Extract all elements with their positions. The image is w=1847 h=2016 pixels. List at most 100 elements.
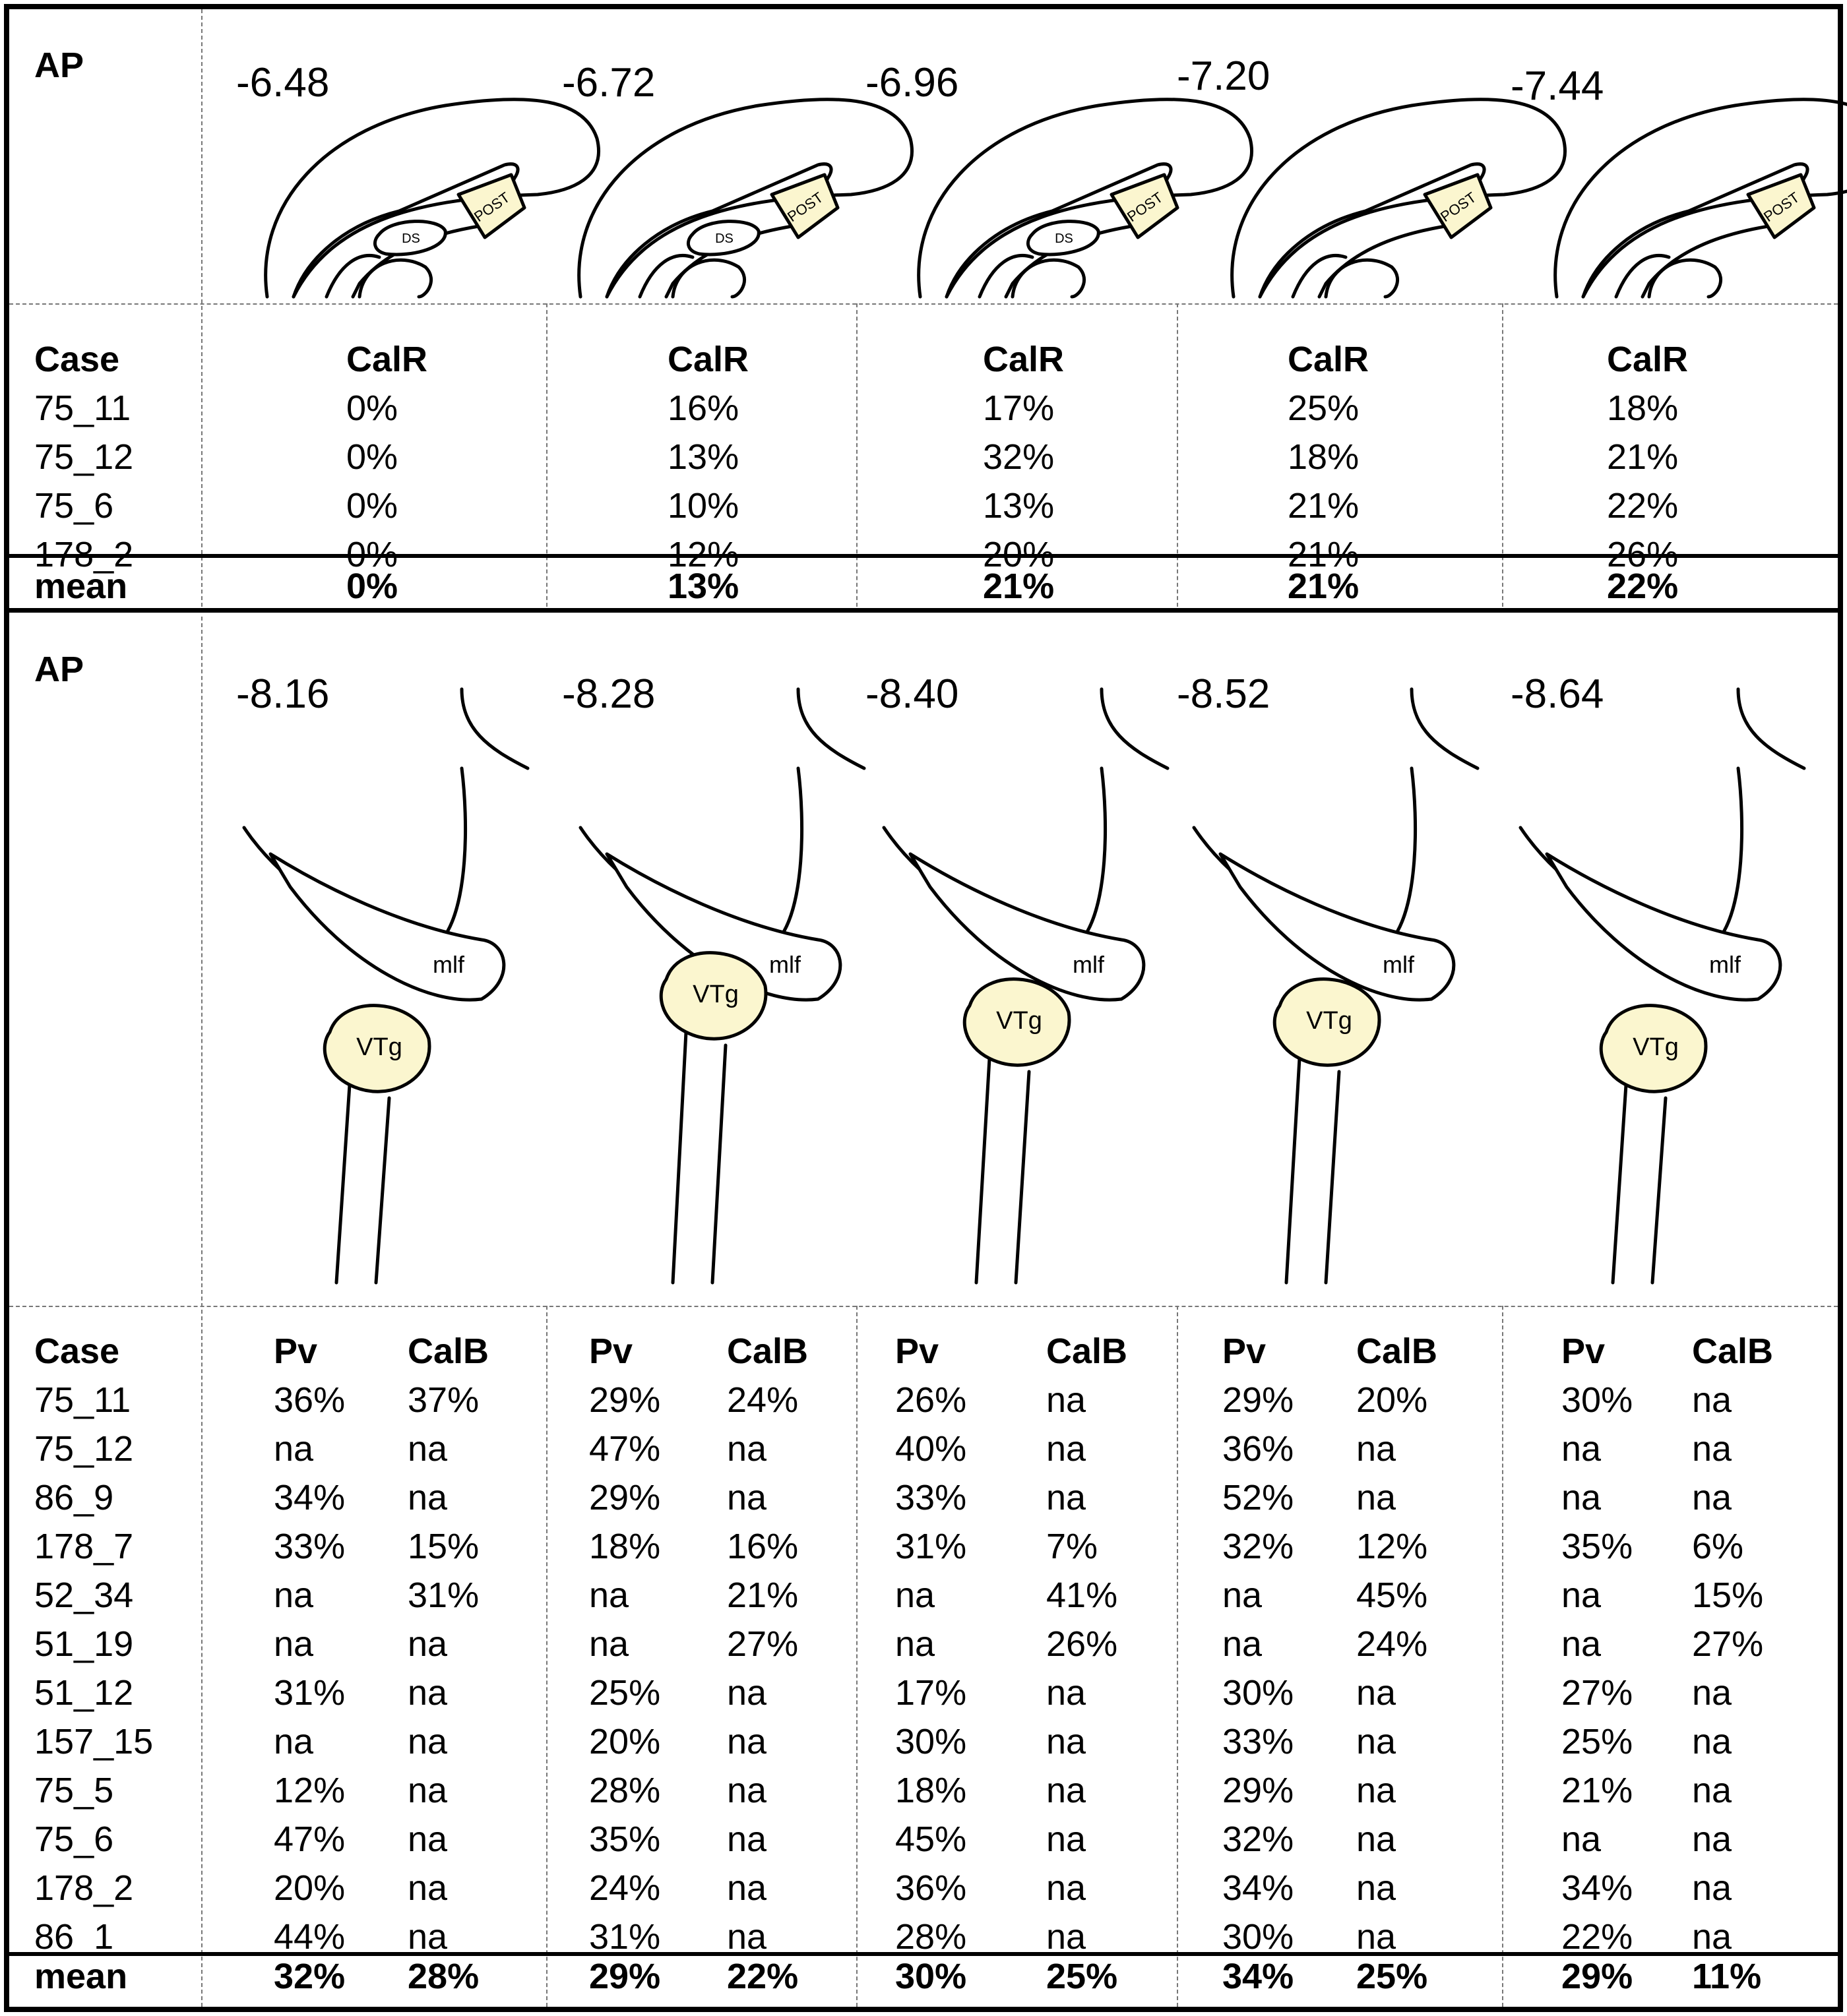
cerebellar-outline [460,687,530,770]
calb-value: na [727,1429,767,1469]
pv-value: 31% [895,1527,967,1566]
pv-value: na [1561,1575,1602,1615]
pv-value: 44% [274,1917,346,1957]
pv-value: 27% [1561,1673,1633,1713]
vtg-label: VTg [693,981,739,1008]
column-divider [1502,303,1503,607]
calb-value: na [727,1771,767,1810]
calb-value: na [408,1429,448,1469]
marker-header-pv: Pv [274,1331,318,1371]
pv-value: na [1222,1624,1263,1664]
calb-value: na [1046,1673,1086,1713]
column-divider [546,1306,548,2007]
calb-value: 20% [1356,1380,1428,1420]
calb-value: na [1046,1819,1086,1859]
mlf-label: mlf [433,951,465,978]
calr-value: 12% [668,535,739,574]
cerebellar-outline [1410,687,1480,770]
ap-coordinate: -6.72 [562,60,656,106]
calb-value: 27% [727,1624,799,1664]
pv-value: 32% [1222,1527,1294,1566]
calb-value: na [1046,1917,1086,1957]
mlf-tract [1545,852,1782,1002]
pv-value: 33% [1222,1722,1294,1761]
calb-value: 27% [1692,1624,1764,1664]
mlf-tract [1218,852,1456,1002]
pv-value: 20% [274,1868,346,1908]
pv-value: 36% [895,1868,967,1908]
calb-value: 6% [1692,1527,1744,1566]
calb-value: na [1046,1380,1086,1420]
case-id: 51_19 [34,1624,134,1664]
pv-value: 31% [274,1673,346,1713]
calr-value: 13% [668,437,739,477]
mean-label: mean [34,1957,128,1996]
ap-coordinate: -8.28 [562,671,656,717]
case-id: 86_1 [34,1917,114,1957]
mean-calr-value: 22% [1607,566,1679,606]
case-id: 178_2 [34,535,134,574]
cortex-outline [577,98,914,299]
calb-value: 45% [1356,1575,1428,1615]
case-id: 75_12 [34,437,134,477]
pv-value: na [1561,1429,1602,1469]
calb-value: na [1692,1819,1732,1859]
pv-value: 24% [589,1868,661,1908]
ap-coordinate: -6.48 [236,60,330,106]
vtg-label: VTg [1633,1033,1679,1061]
calb-value: na [1356,1819,1396,1859]
brain-section-top: POST [1230,98,1567,299]
pv-value: 29% [589,1380,661,1420]
calb-value: na [408,1722,448,1761]
calb-value: na [408,1478,448,1517]
pv-value: na [274,1429,314,1469]
case-id: 75_6 [34,1819,114,1859]
pv-value: na [589,1575,629,1615]
calb-value: na [1356,1917,1396,1957]
column-divider [201,9,203,607]
vtg-label: VTg [996,1007,1042,1035]
case-header: Case [34,340,120,379]
calr-value: 17% [983,388,1055,428]
post-region [1110,173,1179,239]
figure-frame [4,4,1843,2012]
calb-value: na [727,1917,767,1957]
calr-value: 13% [983,486,1055,526]
mlf-label: mlf [1383,951,1415,978]
mean-separator [4,554,1843,558]
midline-outline [440,766,468,942]
pv-value: na [1561,1478,1602,1517]
calb-value: na [408,1917,448,1957]
vtg-label: VTg [1306,1007,1352,1035]
calb-value: na [408,1624,448,1664]
calr-value: 10% [668,486,739,526]
post-region [1746,173,1816,239]
calb-value: na [727,1868,767,1908]
pv-value: 52% [1222,1478,1294,1517]
marker-header-calr: CalR [983,340,1065,379]
cerebellar-outline [1736,687,1806,770]
calb-value: na [1356,1673,1396,1713]
ap-coordinate: -8.40 [865,671,959,717]
midline-outline [1716,766,1744,942]
column-divider [1177,303,1178,607]
calb-value: na [1692,1429,1732,1469]
mean-calb-value: 25% [1046,1957,1118,1996]
vtg-nucleus [659,951,768,1041]
calb-value: na [1692,1673,1732,1713]
calb-value: na [1356,1868,1396,1908]
mean-calr-value: 21% [1288,566,1360,606]
mean-calb-value: 25% [1356,1957,1428,1996]
pv-value: 36% [274,1380,346,1420]
calb-value: na [1046,1868,1086,1908]
mean-calb-value: 11% [1692,1957,1762,1996]
pv-value: na [274,1575,314,1615]
case-id: 75_6 [34,486,114,526]
calr-value: 18% [1288,437,1360,477]
post-region [456,173,526,239]
ds-region [373,220,447,257]
